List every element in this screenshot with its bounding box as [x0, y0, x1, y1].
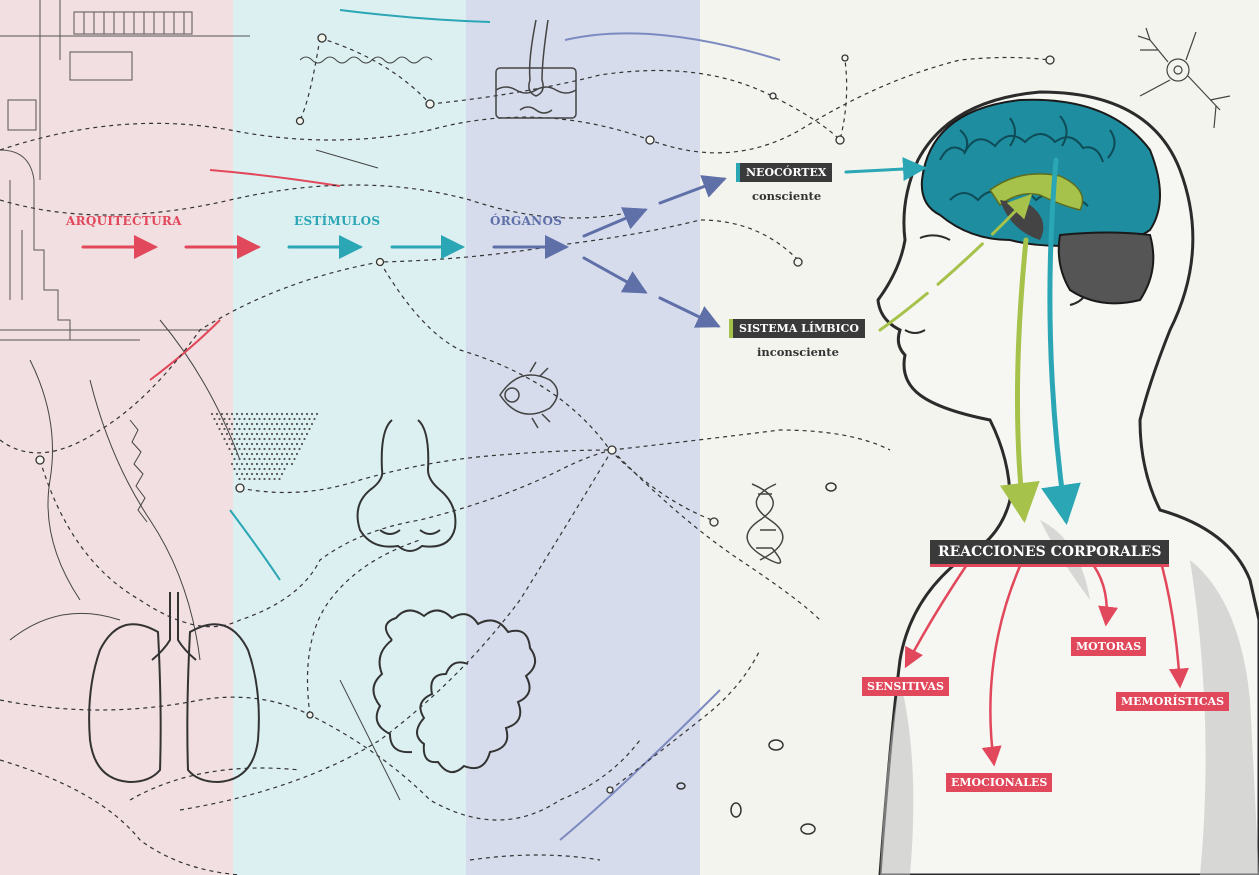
arrow-to-neocortex-1 — [582, 207, 648, 238]
arrow-limbico-to-brain — [878, 193, 1033, 332]
arrow-to-limbico-2 — [658, 296, 721, 328]
label-reacciones-corporales: REACCIONES CORPORALES — [930, 540, 1170, 567]
arrow-to-memoristicas — [1160, 565, 1189, 689]
eye-icon — [499, 361, 559, 429]
label-arquitectura: ARQUITECTURA — [66, 214, 182, 228]
cell-dots — [676, 482, 837, 835]
label-limbico-sub: inconsciente — [757, 345, 839, 359]
arrow-to-limbico-1 — [582, 256, 648, 294]
skin-follicle-icon — [495, 19, 577, 119]
neuron-icon — [1137, 27, 1231, 129]
arrow-to-sensitivas — [904, 565, 968, 669]
band-arquitectura — [0, 0, 233, 875]
band-organos — [466, 0, 700, 875]
arrow-neocortex-to-brain — [844, 157, 927, 182]
label-motoras: MOTORAS — [1071, 637, 1147, 656]
intestine-icon — [372, 609, 537, 773]
label-estimulos: ESTÍMULOS — [294, 214, 381, 228]
arrow-to-motoras — [1092, 565, 1118, 627]
dna-icon — [746, 483, 784, 564]
network-nodes — [35, 33, 1055, 794]
label-organos: ÓRGANOS — [490, 214, 563, 228]
label-emocionales: EMOCIONALES — [946, 773, 1053, 792]
color-strokes — [149, 9, 781, 841]
label-sistema-limbico: SISTEMA LÍMBICO — [729, 319, 865, 338]
label-sensitivas: SENSITIVAS — [862, 677, 949, 696]
halftone-patch — [210, 412, 319, 481]
arrow-to-emocionales — [981, 565, 1022, 767]
label-neocortex: NEOCÓRTEX — [736, 163, 833, 182]
building-sketch-icon — [0, 0, 250, 341]
arrow-to-neocortex-2 — [658, 175, 727, 205]
lungs-icon — [88, 592, 260, 784]
nose-icon — [356, 419, 457, 552]
arrow-limbico-to-body — [1000, 237, 1040, 523]
label-memoristicas: MEMORÍSTICAS — [1116, 692, 1230, 711]
label-neocortex-sub: consciente — [752, 189, 822, 203]
arrow-neocortex-to-body — [1041, 157, 1081, 525]
